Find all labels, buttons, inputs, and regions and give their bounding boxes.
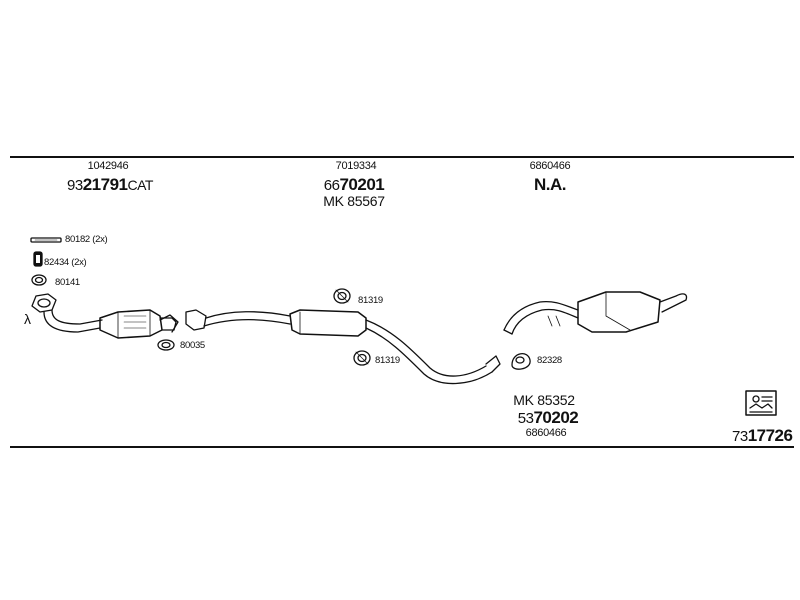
front-part-number: 9321791CAT <box>67 176 153 193</box>
front-part-suffix: CAT <box>127 177 154 193</box>
clamp-label: 80035 <box>180 340 205 351</box>
front-flange-icon <box>31 293 57 313</box>
kit-number-main: 17726 <box>747 426 793 445</box>
kit-number-prefix: 73 <box>732 428 748 445</box>
middle-part-main: 70201 <box>339 175 385 194</box>
gasket-label: 80182 (2x) <box>65 234 108 245</box>
front-ref: 1042946 <box>87 160 129 172</box>
middle-part-prefix: 66 <box>323 177 340 194</box>
front-part-main: 21791 <box>82 175 128 194</box>
rubber-mount-label: 82328 <box>537 355 562 366</box>
middle-ref: 7019334 <box>335 160 377 172</box>
middle-pipe-silencer-icon <box>185 309 501 385</box>
rear-status: N.A. <box>534 175 567 194</box>
ring-label: 80141 <box>55 277 80 288</box>
seal-label: 82434 (2x) <box>44 257 87 268</box>
info-sheet-icon <box>745 390 777 416</box>
bottom-rule <box>10 446 794 448</box>
rear-alt-part-prefix: 53 <box>517 410 534 427</box>
hanger-top-icon <box>333 288 351 304</box>
gasket-icon <box>30 237 62 243</box>
rear-alt-kit: MK 85352 <box>513 392 575 408</box>
rear-ref: 6860466 <box>529 160 571 172</box>
front-pipe-catalyst-icon <box>43 309 179 339</box>
ring-icon <box>31 274 47 286</box>
middle-kit: MK 85567 <box>323 193 385 209</box>
top-rule <box>10 156 794 158</box>
rear-alt-part-number: 5370202 <box>517 408 579 427</box>
rear-silencer-icon <box>503 291 688 335</box>
rear-alt-ref: 6860466 <box>525 427 567 439</box>
kit-number: 7317726 <box>732 426 793 445</box>
clamp-icon <box>157 339 175 351</box>
lambda-symbol: λ <box>24 311 31 327</box>
middle-part-number: 6670201 <box>323 175 385 194</box>
hanger-bottom-icon <box>353 350 371 366</box>
seal-icon <box>33 251 43 267</box>
front-part-prefix: 93 <box>67 177 83 194</box>
hanger-bottom-label: 81319 <box>375 355 400 366</box>
hanger-top-label: 81319 <box>358 295 383 306</box>
rubber-mount-icon <box>511 353 531 370</box>
rear-alt-part-main: 70202 <box>533 408 579 427</box>
